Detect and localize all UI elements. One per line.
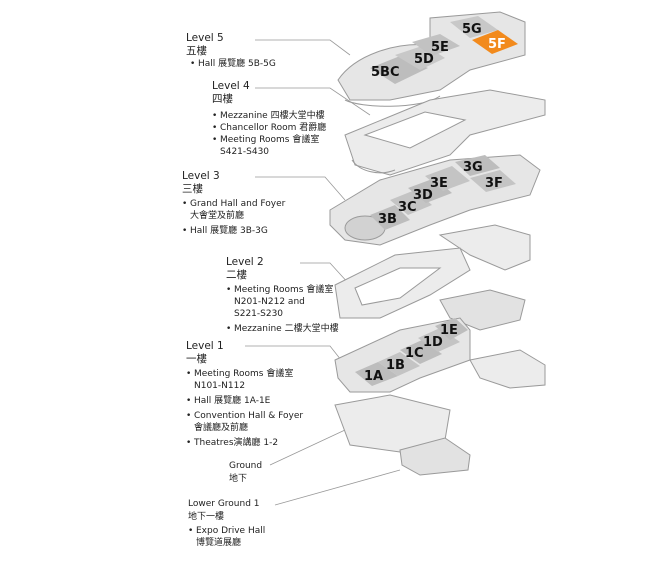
zone-label-1a: 1A [364, 369, 383, 384]
lowerground-title-zh: 地下一樓 [188, 512, 225, 522]
hall-5e [412, 34, 460, 56]
zone-label-3d: 3D [413, 188, 433, 203]
lowerground-label[interactable]: Lower Ground 1 地下一樓 Expo Drive Hall 博覽道展… [188, 498, 265, 549]
level3-item-grand-hall: Grand Hall and Foyer 大會堂及前廳 [182, 198, 285, 222]
ground-title: Ground [229, 461, 263, 471]
level1-item-hall: Hall 展覽廳 1A-1E [186, 395, 303, 407]
zone-label-5g: 5G [462, 22, 482, 37]
level4-item-meeting: Meeting Rooms 會議室 S421-S430 [212, 134, 326, 158]
hall-1e [435, 318, 468, 340]
hall-3b [370, 205, 410, 230]
zone-label-5e: 5E [431, 40, 449, 55]
level3-item-hall: Hall 展覽廳 3B-3G [182, 225, 285, 237]
hall-1c [400, 340, 442, 364]
zone-label-1c: 1C [405, 346, 424, 361]
level1-title-zh: 一樓 [186, 353, 207, 365]
hall-3g [455, 155, 500, 176]
zone-label-1d: 1D [423, 335, 443, 350]
zone-label-5d: 5D [414, 52, 434, 67]
zone-label-3b: 3B [378, 212, 397, 227]
hall-1a [355, 362, 398, 386]
hall-3f [470, 170, 516, 192]
leader-level3 [255, 176, 346, 201]
zone-label-5bc: 5BC [371, 65, 400, 80]
zone-label-3e: 3E [430, 176, 448, 191]
level5-label[interactable]: Level 5 五樓 Hall 展覽廳 5B-5G [186, 32, 276, 70]
level3-floorplate[interactable]: 3B 3C 3D 3E 3G 3F [329, 154, 541, 271]
level1-item-meeting: Meeting Rooms 會議室 N101-N112 [186, 368, 303, 392]
hall-1d [418, 328, 460, 352]
zone-label-1b: 1B [386, 358, 405, 373]
level4-label[interactable]: Level 4 四樓 Mezzanine 四樓大堂中樓 Chancellor R… [212, 80, 326, 158]
level3-title: Level 3 [182, 170, 220, 182]
lowerground-floorplate[interactable] [399, 437, 471, 476]
level5-item: Hall 展覽廳 5B-5G [190, 58, 276, 70]
zone-label-3c: 3C [398, 200, 417, 215]
leader-level2 [300, 262, 351, 286]
leader-lowerground [274, 469, 401, 506]
level4-title: Level 4 [212, 80, 250, 92]
zone-label-3f: 3F [485, 176, 503, 191]
level4-floorplate[interactable] [344, 89, 546, 176]
hall-5f [472, 30, 518, 54]
level2-title-zh: 二樓 [226, 269, 247, 281]
leader-ground [269, 429, 346, 466]
ground-title-zh: 地下 [229, 474, 248, 484]
level2-title: Level 2 [226, 256, 264, 268]
level1-label[interactable]: Level 1 一樓 Meeting Rooms 會議室 N101-N112 H… [186, 340, 303, 449]
zone-label-3g: 3G [463, 160, 483, 175]
hall-5g [450, 16, 498, 38]
level4-title-zh: 四樓 [212, 93, 233, 105]
level4-item-mezzanine: Mezzanine 四樓大堂中樓 [212, 110, 326, 122]
level1-title: Level 1 [186, 340, 224, 352]
level5-floorplate[interactable]: 5BC 5D 5E 5G 5F [337, 11, 526, 107]
level3-title-zh: 三樓 [182, 183, 203, 195]
ground-label[interactable]: Ground 地下 [229, 460, 262, 486]
level2-floorplate[interactable] [334, 247, 526, 331]
zone-label-5f: 5F [488, 37, 506, 52]
lowerground-item-expo-drive: Expo Drive Hall 博覽道展廳 [188, 525, 265, 549]
leader-level5 [255, 39, 351, 56]
level3-label[interactable]: Level 3 三樓 Grand Hall and Foyer 大會堂及前廳 H… [182, 170, 285, 237]
level2-item-meeting: Meeting Rooms 會議室 N201-N212 and S221-S23… [226, 284, 339, 320]
zone-label-1e: 1E [440, 323, 458, 338]
level1-floorplate[interactable]: 1A 1B 1C 1D 1E [334, 317, 546, 393]
leader-level4 [255, 87, 371, 116]
level1-item-convention: Convention Hall & Foyer 會議廳及前廳 [186, 410, 303, 434]
level1-item-theatres: Theatres演講廳 1-2 [186, 437, 303, 449]
level5-title: Level 5 [186, 32, 224, 44]
level4-item-chancellor: Chancellor Room 君爵廳 [212, 122, 326, 134]
hall-1b [378, 352, 420, 376]
level2-label[interactable]: Level 2 二樓 Meeting Rooms 會議室 N201-N212 a… [226, 256, 339, 335]
lowerground-title: Lower Ground 1 [188, 499, 260, 509]
level2-item-mezzanine: Mezzanine 二樓大堂中樓 [226, 323, 339, 335]
hall-3e [425, 166, 470, 191]
level5-title-zh: 五樓 [186, 45, 207, 57]
